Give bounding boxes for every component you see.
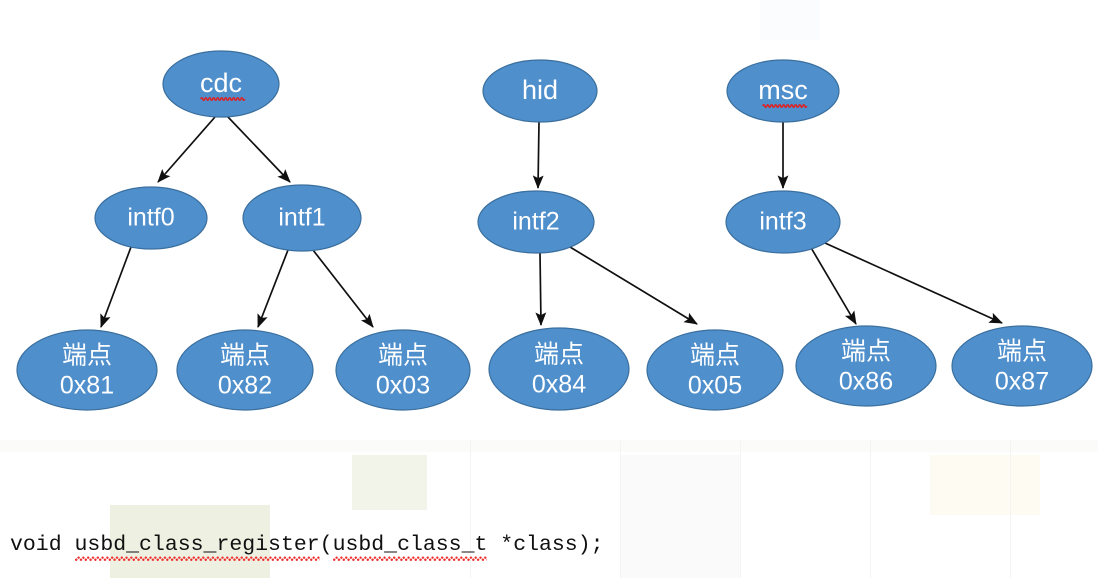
endpoint-title: 端点: [534, 341, 584, 369]
edge-cdc-to-intf0: [157, 116, 216, 183]
endpoint-address: 0x81: [60, 372, 114, 400]
endpoint-title: 端点: [997, 338, 1047, 366]
code-token: void: [10, 533, 75, 557]
code-line-1: void usbd_class_register(usbd_class_t *c…: [10, 531, 1090, 560]
endpoint-address: 0x84: [532, 371, 586, 399]
node-intf3[interactable]: intf3: [725, 190, 841, 254]
node-intf1[interactable]: intf1: [242, 184, 362, 252]
code-token: *class);: [487, 533, 604, 557]
endpoint-address: 0x05: [688, 372, 742, 400]
edge-intf0-to-ep81: [100, 246, 132, 328]
endpoint-title: 端点: [841, 338, 891, 366]
spellcheck-underline: [762, 103, 808, 109]
node-intf0[interactable]: intf0: [94, 186, 208, 250]
endpoint-address: 0x86: [839, 368, 893, 396]
endpoint-title: 端点: [378, 342, 428, 370]
edge-intf1-to-ep82: [257, 249, 289, 328]
node-intf2[interactable]: intf2: [477, 190, 595, 254]
code-identifier: usbd_class_register: [74, 533, 320, 561]
endpoint-address: 0x82: [218, 372, 272, 400]
node-label: intf0: [127, 204, 174, 232]
endpoint-address: 0x03: [376, 372, 430, 400]
endpoint-title: 端点: [62, 342, 112, 370]
node-label: intf1: [278, 204, 325, 232]
edge-cdc-to-intf1: [227, 116, 291, 183]
endpoint-title: 端点: [690, 342, 740, 370]
code-identifier: usbd_class_t: [332, 533, 488, 561]
endpoint-address: 0x87: [995, 368, 1049, 396]
endpoint-title: 端点: [220, 342, 270, 370]
node-hid[interactable]: hid: [482, 59, 598, 123]
node-label: intf3: [759, 208, 806, 236]
edge-layer: [100, 116, 1003, 328]
edge-intf2-to-ep84: [535, 252, 547, 327]
edge-hid-to-intf2: [532, 121, 544, 190]
node-cdc[interactable]: cdc: [162, 50, 280, 118]
node-label: hid: [522, 75, 558, 105]
node-msc[interactable]: msc: [726, 59, 840, 123]
code-block: void usbd_class_register(usbd_class_t *c…: [10, 473, 1090, 578]
code-token: (: [319, 533, 333, 557]
node-label: intf2: [512, 208, 559, 236]
edge-intf1-to-ep03: [312, 249, 374, 328]
edge-intf3-to-ep87: [824, 242, 1003, 324]
edge-intf3-to-ep86: [809, 245, 857, 325]
spellcheck-underline: [200, 96, 246, 102]
node-label: cdc: [200, 68, 242, 98]
edge-intf2-to-ep05: [569, 246, 698, 325]
node-label: msc: [758, 75, 808, 105]
